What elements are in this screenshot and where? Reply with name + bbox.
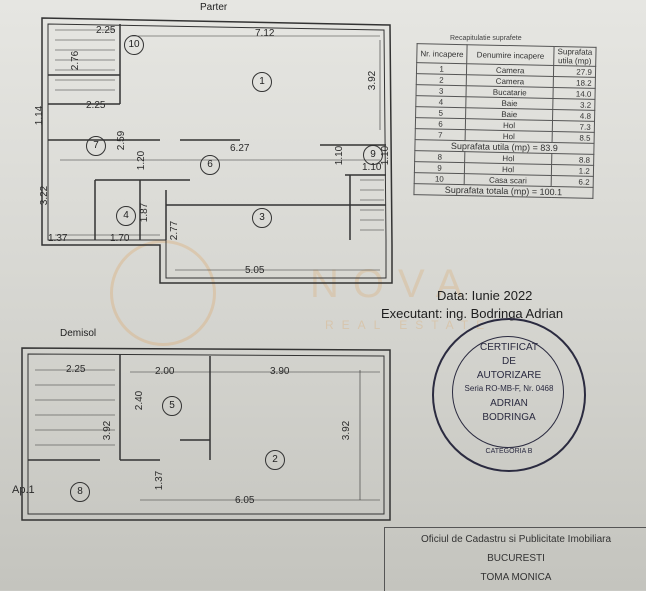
room-number: 4 xyxy=(116,206,136,226)
cadastre-office-stamp: Oficiul de Cadastru si Publicitate Imobi… xyxy=(384,527,646,591)
dimension-label: 1.70 xyxy=(110,233,130,244)
dimension-label: 3.92 xyxy=(341,420,353,441)
header-area: Suprafata utila (mp) xyxy=(553,46,596,67)
dimension-label: 2.59 xyxy=(116,130,128,151)
dimension-label: 1.87 xyxy=(139,202,151,223)
dimension-label: 1.10 xyxy=(362,162,382,173)
dimension-label: 1.20 xyxy=(136,150,148,171)
header-name: Denumire incapere xyxy=(466,44,555,66)
dimension-label: 3.92 xyxy=(367,70,379,91)
recap-title: Recapitulatie suprafete xyxy=(450,35,522,42)
dimension-label: 2.25 xyxy=(96,25,116,36)
dimension-label: 1.37 xyxy=(48,233,68,244)
dimension-label: 2.77 xyxy=(169,220,181,241)
dimension-label: 3.22 xyxy=(39,185,51,206)
dimension-label: 7.12 xyxy=(255,28,275,39)
room-number: 7 xyxy=(86,136,106,156)
room-number: 1 xyxy=(252,72,272,92)
demisol-title: Demisol xyxy=(60,328,97,339)
watermark-logo xyxy=(110,240,216,346)
surface-summary-table: Nr. incapere Denumire incapere Suprafata… xyxy=(413,43,596,199)
room-number: 10 xyxy=(124,35,144,55)
room-number: 8 xyxy=(70,482,90,502)
demisol-walls xyxy=(21,347,391,521)
dimension-label: 6.05 xyxy=(235,495,255,506)
header-nr: Nr. incapere xyxy=(416,43,468,64)
date-text: Data: Iunie 2022 xyxy=(437,288,533,303)
room-number: 5 xyxy=(162,396,182,416)
authorization-stamp: CERTIFICAT DE AUTORIZARE Seria RO-MB-F, … xyxy=(432,318,586,472)
dimension-label: 2.76 xyxy=(70,50,82,71)
dimension-label: 3.90 xyxy=(270,366,290,377)
room-number: 3 xyxy=(252,208,272,228)
dimension-label: 1.14 xyxy=(34,105,46,126)
dimension-label: 2.25 xyxy=(66,364,86,375)
dimension-label: 5.05 xyxy=(245,265,265,276)
room-number: 6 xyxy=(200,155,220,175)
room-number: 2 xyxy=(265,450,285,470)
parter-dimension-lines xyxy=(55,35,381,271)
executant-text: Executant: ing. Bodringa Adrian xyxy=(381,306,564,321)
dimension-label: 2.25 xyxy=(86,100,106,111)
dimension-label: 1.37 xyxy=(154,470,166,491)
dimension-label: 6.27 xyxy=(230,143,250,154)
watermark-subtext: REAL ESTATE xyxy=(325,318,493,332)
apartment-label: Ap.1 xyxy=(12,484,35,496)
dimension-label: 2.00 xyxy=(155,366,175,377)
room-number: 9 xyxy=(363,145,383,165)
dimension-label: 3.92 xyxy=(102,420,114,441)
parter-title: Parter xyxy=(200,2,228,13)
dimension-label: 2.40 xyxy=(134,390,146,411)
dimension-label: 1.10 xyxy=(334,145,346,166)
